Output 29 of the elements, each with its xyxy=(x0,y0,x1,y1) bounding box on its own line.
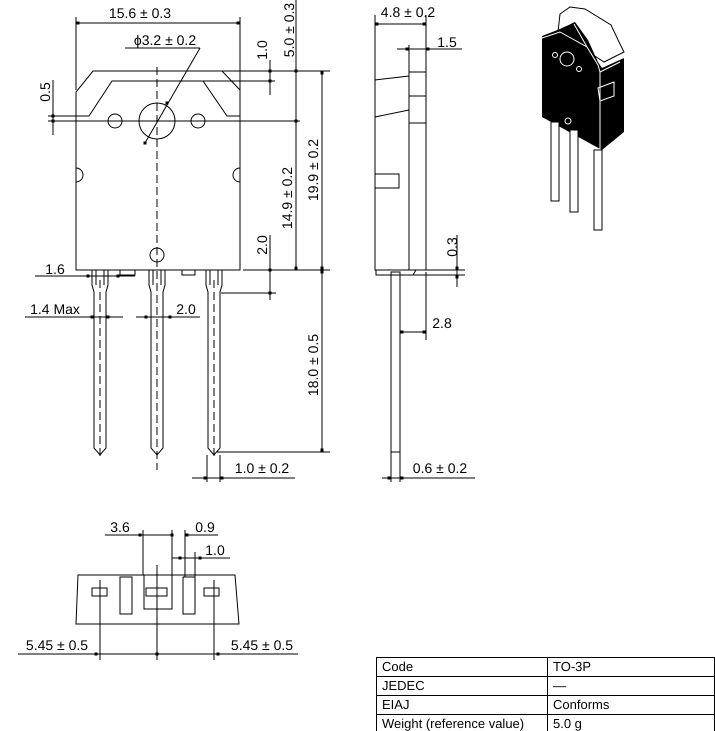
dimension-label: 18.0 ± 0.5 xyxy=(306,334,320,396)
dimension-label: 0.5 xyxy=(38,82,52,102)
table-cell: EIAJ xyxy=(376,696,548,714)
dimension-label: 3.6 xyxy=(110,520,130,534)
table-cell: JEDEC xyxy=(376,676,548,696)
dimension-label: 5.45 ± 0.5 xyxy=(26,638,88,652)
table-cell: Weight (reference value) xyxy=(376,714,548,731)
dimension-label: ϕ3.2 ± 0.2 xyxy=(134,33,196,47)
dimension-label: 4.8 ± 0.2 xyxy=(380,5,436,19)
dimension-label: 2.8 xyxy=(432,316,452,330)
dimension-label: 5.45 ± 0.5 xyxy=(230,638,294,652)
dimension-label: 1.0 xyxy=(255,40,269,60)
dimension-label: 19.9 ± 0.2 xyxy=(306,138,320,202)
dimension-label: 14.9 ± 0.2 xyxy=(280,166,294,230)
dimension-label: 1.4 Max xyxy=(30,302,80,316)
dimension-label: 5.0 ± 0.3 xyxy=(282,2,296,58)
dimension-label: 2.0 xyxy=(255,235,269,255)
dimension-label: 0.6 ± 0.2 xyxy=(412,461,468,475)
table-cell: Conforms xyxy=(548,696,714,714)
dimension-label: 1.6 xyxy=(45,262,65,276)
dimension-label: 1.0 ± 0.2 xyxy=(234,461,290,475)
table-cell: — xyxy=(548,676,714,696)
dimension-label: 1.0 xyxy=(205,543,225,557)
dimension-label: 15.6 ± 0.3 xyxy=(108,6,172,20)
dimension-label: 0.9 xyxy=(195,520,215,534)
table-cell: TO-3P xyxy=(548,658,714,676)
dimension-label: 2.0 xyxy=(176,302,196,316)
table-cell: Code xyxy=(376,658,548,676)
dimension-label: 1.5 xyxy=(437,35,457,49)
